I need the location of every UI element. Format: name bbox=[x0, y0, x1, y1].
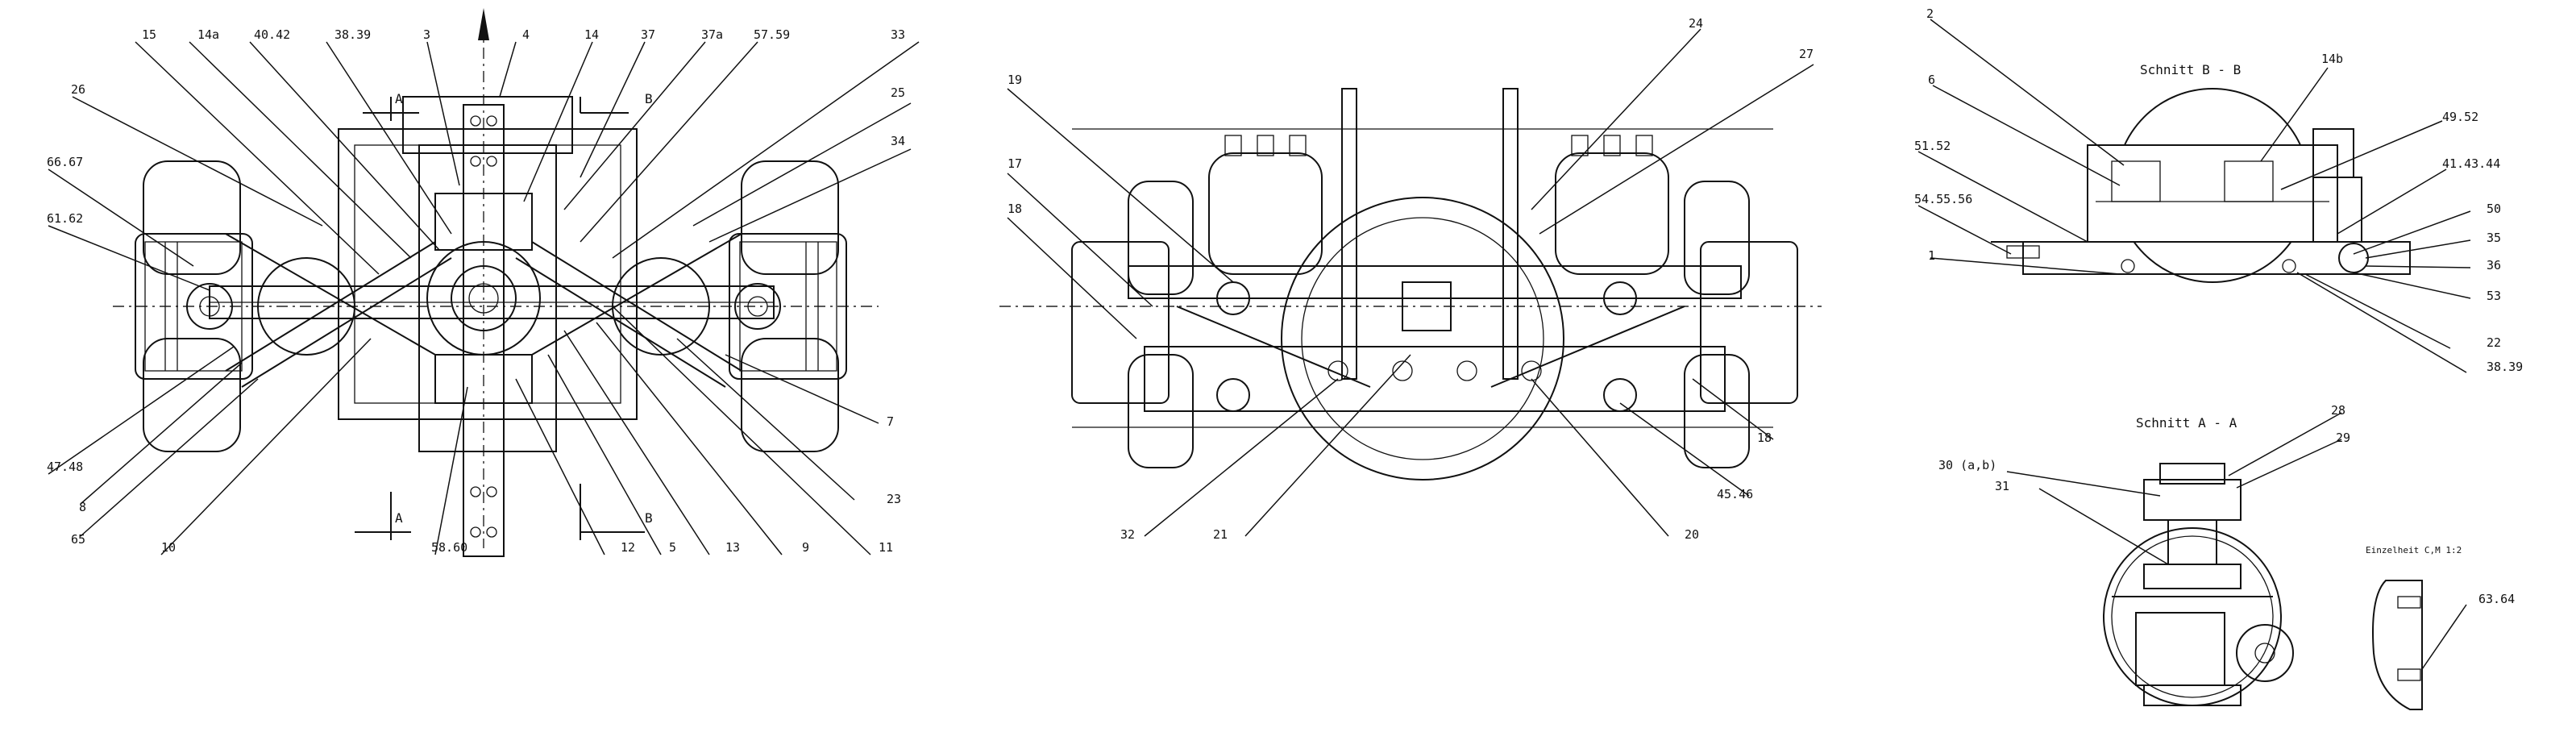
callout-19: 19 bbox=[1008, 73, 1022, 87]
callout-20: 20 bbox=[1685, 527, 1699, 542]
section-marker-a-bottom: A bbox=[395, 510, 403, 526]
detail-title: Einzelheit C,M 1:2 bbox=[2366, 545, 2462, 555]
callout-51-52: 51.52 bbox=[1914, 139, 1951, 153]
callout-38-39: 38.39 bbox=[334, 27, 371, 42]
callout-66-67: 66.67 bbox=[47, 155, 83, 169]
section-b-title: Schnitt B - B bbox=[2140, 62, 2241, 77]
callout-18-left: 18 bbox=[1008, 202, 1022, 216]
direction-arrow-icon bbox=[478, 8, 489, 40]
callout-21: 21 bbox=[1213, 527, 1228, 542]
section-a-callouts: Schnitt A - A 28 29 30 (a,b) 31 bbox=[1938, 403, 2350, 565]
callout-3: 3 bbox=[423, 27, 430, 42]
callout-13: 13 bbox=[725, 540, 740, 555]
callout-11: 11 bbox=[879, 540, 893, 555]
callout-27: 27 bbox=[1799, 47, 1814, 61]
top-view-drawing bbox=[113, 8, 879, 557]
callout-63-64: 63.64 bbox=[2478, 592, 2515, 606]
callout-23: 23 bbox=[887, 492, 901, 506]
callout-33: 33 bbox=[891, 27, 905, 42]
callout-36: 36 bbox=[2487, 258, 2501, 272]
section-marker-b-top: B bbox=[645, 91, 653, 106]
section-b-callouts: Schnitt B - B 2 6 14b 49.52 51.52 41.43.… bbox=[1914, 6, 2523, 374]
callout-22: 22 bbox=[2487, 335, 2501, 350]
detail-drawing bbox=[2372, 580, 2423, 710]
callout-17: 17 bbox=[1008, 156, 1022, 171]
callout-6: 6 bbox=[1928, 73, 1935, 87]
callout-5: 5 bbox=[669, 540, 676, 555]
callout-37a: 37a bbox=[701, 27, 723, 42]
section-a-title: Schnitt A - A bbox=[2136, 415, 2237, 431]
callout-12: 12 bbox=[621, 540, 635, 555]
callout-14: 14 bbox=[584, 27, 599, 42]
callout-26: 26 bbox=[71, 82, 85, 97]
callout-4: 4 bbox=[522, 27, 530, 42]
callout-2: 2 bbox=[1926, 6, 1934, 21]
callout-54-55-56: 54.55.56 bbox=[1914, 192, 1972, 206]
callout-32: 32 bbox=[1120, 527, 1135, 542]
callout-58-60: 58.60 bbox=[431, 540, 467, 555]
detail-callouts: Einzelheit C,M 1:2 63.64 bbox=[2366, 545, 2515, 670]
callout-47-48: 47.48 bbox=[47, 460, 83, 474]
side-view-callouts: 24 27 19 17 18 18 45.46 20 21 32 bbox=[1007, 16, 1814, 542]
callout-24: 24 bbox=[1689, 16, 1703, 31]
callout-37: 37 bbox=[641, 27, 655, 42]
section-marker-b-bottom: B bbox=[645, 510, 653, 526]
callout-38-39-b: 38.39 bbox=[2487, 360, 2523, 374]
callout-25: 25 bbox=[891, 85, 905, 100]
callout-34: 34 bbox=[891, 134, 905, 148]
callout-61-62: 61.62 bbox=[47, 211, 83, 226]
callout-7: 7 bbox=[887, 414, 894, 429]
section-a-drawing bbox=[2103, 463, 2294, 706]
callout-53: 53 bbox=[2487, 289, 2501, 303]
callout-18-right: 18 bbox=[1757, 431, 1772, 445]
callout-8: 8 bbox=[79, 500, 86, 514]
callout-10: 10 bbox=[161, 540, 176, 555]
callout-9: 9 bbox=[802, 540, 809, 555]
side-view-drawing bbox=[999, 88, 1822, 481]
section-marker-a-top: A bbox=[395, 91, 403, 106]
callout-57-59: 57.59 bbox=[754, 27, 790, 42]
callout-45-46: 45.46 bbox=[1717, 487, 1753, 501]
callout-40-42: 40.42 bbox=[254, 27, 290, 42]
callout-1: 1 bbox=[1928, 248, 1935, 263]
callout-65: 65 bbox=[71, 532, 85, 547]
callout-31: 31 bbox=[1995, 479, 2009, 493]
callout-35: 35 bbox=[2487, 231, 2501, 245]
section-b-drawing bbox=[1991, 88, 2411, 283]
callout-29: 29 bbox=[2336, 431, 2350, 445]
callout-30-ab: 30 (a,b) bbox=[1938, 458, 1996, 472]
callout-14a: 14a bbox=[197, 27, 219, 42]
callout-14b: 14b bbox=[2321, 52, 2343, 66]
callout-50: 50 bbox=[2487, 202, 2501, 216]
callout-28: 28 bbox=[2331, 403, 2345, 418]
callout-15: 15 bbox=[142, 27, 156, 42]
callout-49-52: 49.52 bbox=[2442, 110, 2478, 124]
top-view-callouts: 15 14a 40.42 38.39 3 4 14 37 37a 57.59 3… bbox=[47, 27, 920, 555]
callout-41-43-44: 41.43.44 bbox=[2442, 156, 2500, 171]
